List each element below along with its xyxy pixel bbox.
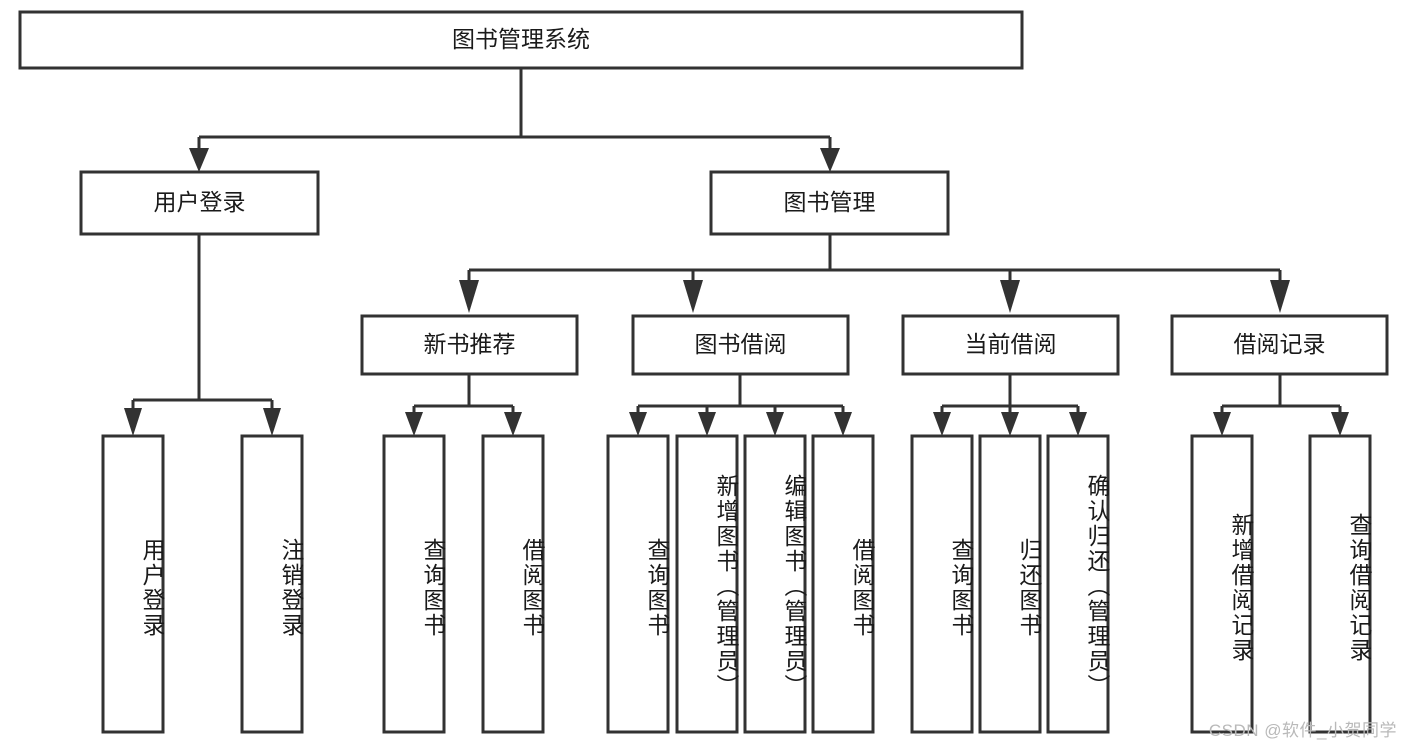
- arrow-head-cb-leaf-3: [1069, 412, 1087, 436]
- node-box-leaf-cb-return-book[interactable]: [978, 434, 1042, 734]
- arrow-head-to-book-borrow: [683, 280, 703, 313]
- node-box-user-login[interactable]: [79, 170, 320, 236]
- connector-borrow-record-to-leaves: [1220, 374, 1342, 414]
- arrow-head-to-borrow-record: [1270, 280, 1290, 313]
- arrow-head-cb-leaf-1: [933, 412, 951, 436]
- arrow-head-bb-leaf-4: [834, 412, 852, 436]
- node-box-root[interactable]: [18, 10, 1024, 70]
- connector-book-borrow-to-leaves: [636, 374, 845, 414]
- node-box-leaf-br-query-record[interactable]: [1308, 434, 1372, 734]
- arrow-head-to-current-borrow: [1000, 280, 1020, 313]
- arrow-head-br-leaf-1: [1213, 412, 1231, 436]
- node-box-borrow-record[interactable]: [1170, 314, 1389, 376]
- arrow-head-bb-leaf-2: [698, 412, 716, 436]
- arrow-head-to-user-login: [189, 148, 209, 172]
- node-box-leaf-logout[interactable]: [240, 434, 304, 734]
- arrow-head-nb-leaf-2: [504, 412, 522, 436]
- node-box-leaf-br-add-record[interactable]: [1190, 434, 1254, 734]
- node-box-leaf-cb-confirm-return[interactable]: [1046, 434, 1110, 734]
- node-box-leaf-user-login[interactable]: [101, 434, 165, 734]
- arrow-head-to-new-book: [459, 280, 479, 313]
- arrow-head-to-book-manage: [820, 148, 840, 172]
- arrow-head-leaf-user-login: [124, 408, 142, 436]
- arrow-head-nb-leaf-1: [405, 412, 423, 436]
- node-box-leaf-nb-query-book[interactable]: [382, 434, 446, 734]
- node-box-leaf-bb-add-book[interactable]: [675, 434, 739, 734]
- node-box-book-borrow[interactable]: [631, 314, 850, 376]
- node-box-leaf-nb-borrow-book[interactable]: [481, 434, 545, 734]
- connector-root-to-level2: [197, 68, 832, 153]
- node-box-leaf-bb-query-book[interactable]: [606, 434, 670, 734]
- node-box-leaf-cb-query-book[interactable]: [910, 434, 974, 734]
- arrow-head-bb-leaf-1: [629, 412, 647, 436]
- arrow-head-cb-leaf-2: [1001, 412, 1019, 436]
- arrow-head-bb-leaf-3: [766, 412, 784, 436]
- node-box-new-book-recommend[interactable]: [360, 314, 579, 376]
- watermark-label: CSDN @软件_小贺同学: [1208, 721, 1397, 740]
- arrow-head-leaf-logout: [263, 408, 281, 436]
- connector-new-book-to-leaves: [412, 374, 515, 414]
- connector-current-borrow-to-leaves: [940, 374, 1080, 414]
- node-box-leaf-bb-edit-book[interactable]: [743, 434, 807, 734]
- node-box-book-manage[interactable]: [709, 170, 950, 236]
- connector-user-login-to-leaves: [131, 234, 274, 412]
- node-box-leaf-bb-borrow-book[interactable]: [811, 434, 875, 734]
- arrow-head-br-leaf-2: [1331, 412, 1349, 436]
- node-box-current-borrow[interactable]: [901, 314, 1120, 376]
- connector-book-manage-to-level3: [467, 234, 1282, 284]
